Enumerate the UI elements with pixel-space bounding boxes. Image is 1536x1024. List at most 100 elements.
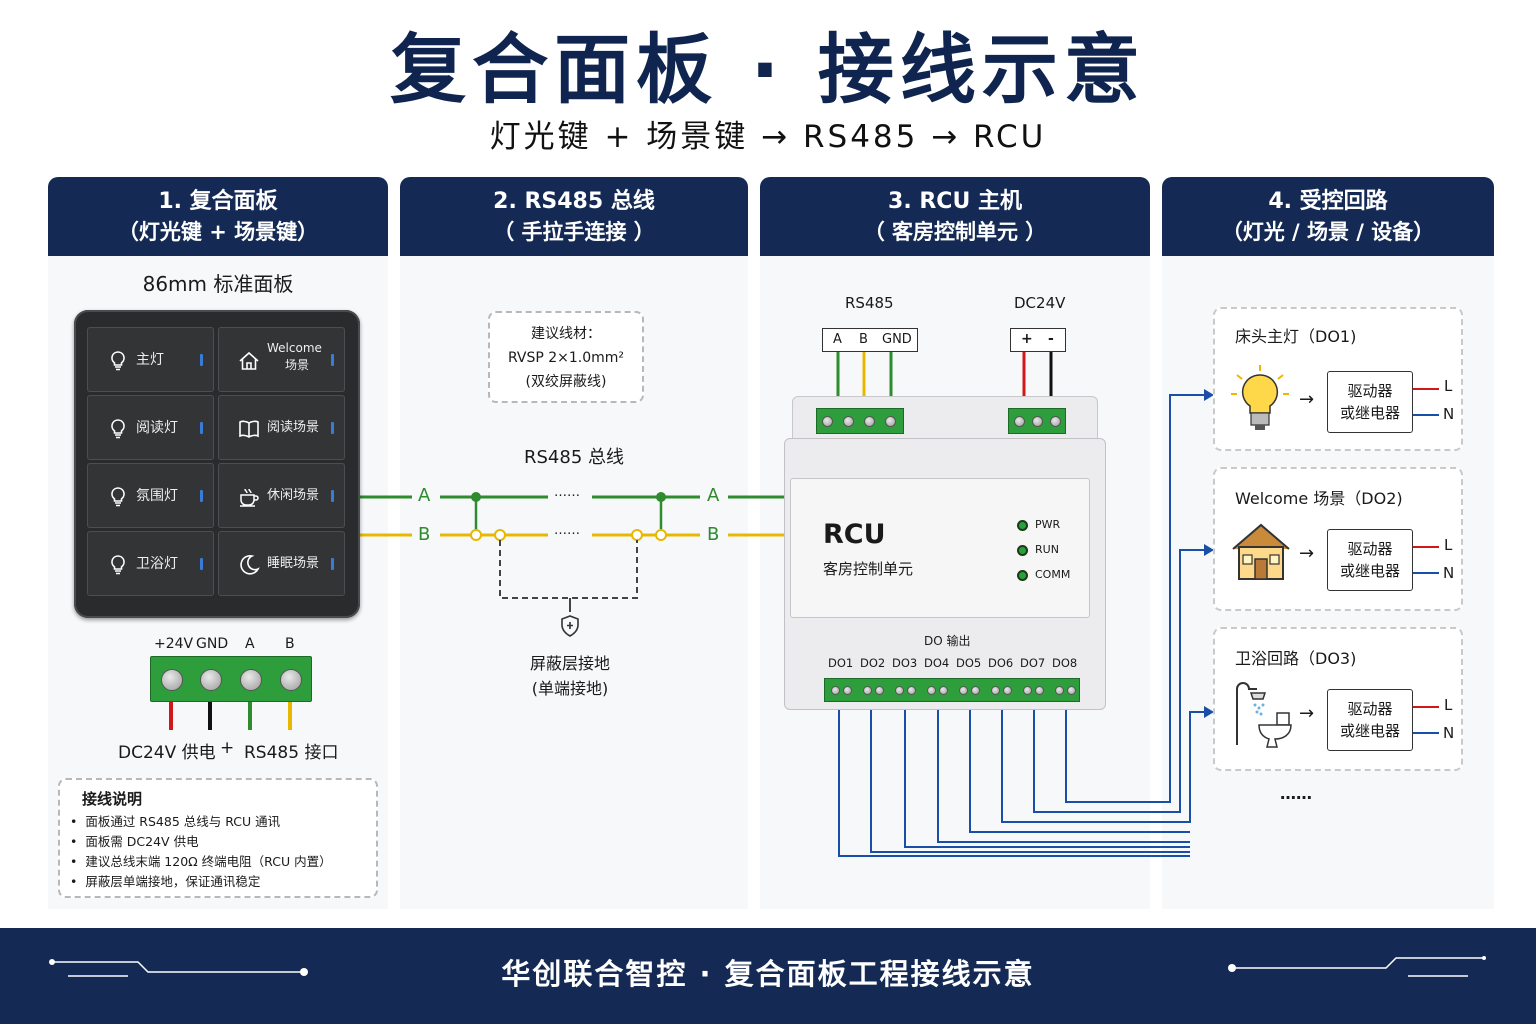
notes-text: 面板需 DC24V 供电 [85,834,199,849]
cable-line2: RVSP 2×1.0mm² [507,350,625,366]
page-subtitle: 灯光键 + 场景键 → RS485 → RCU [489,119,1047,155]
label-l: L [1444,377,1453,395]
screw [971,686,980,695]
arrow-icon [1204,389,1214,401]
screw [895,686,904,695]
do-label: DO4 [924,656,950,670]
key-reading-scene[interactable]: 阅读场景 [218,395,345,460]
pin-label: - [1048,331,1054,347]
bus-dots-a: …… [554,485,580,500]
screw [1032,416,1043,427]
bus-b-right: B [707,524,720,545]
key-sleep-scene[interactable]: 睡眠场景 [218,531,345,596]
led-comm [1017,570,1028,581]
arrow-right-icon: → [1299,543,1315,564]
relay-line2: 或继电器 [1339,722,1400,740]
bus-label: RS485 总线 [523,447,624,468]
key-label: 主灯 [136,352,164,368]
notes-item: • 屏蔽层单端接地，保证通讯稳定 [70,874,261,889]
screw [1014,416,1025,427]
led-pwr [1017,520,1028,531]
column-title: 1. 复合面板 [158,189,278,214]
column-subtitle: （ 手拉手连接 ） [493,220,655,244]
lightbulb-icon [1231,365,1289,430]
do-wire [838,700,1190,857]
key-indicator [200,354,203,366]
bus-dots-b: …… [554,523,580,538]
cable-line1: 建议线材： [531,326,601,342]
shield-wire [499,540,638,599]
circuit-title: Welcome 场景（DO2) [1235,489,1403,508]
screw [161,669,183,691]
column-subtitle: （ 客房控制单元 ） [863,220,1047,244]
notes-text: 屏蔽层单端接地，保证通讯稳定 [85,874,261,889]
key-indicator [331,354,334,366]
column-subtitle: （灯光 / 场景 / 设备） [1221,220,1435,244]
junction-dot [470,529,482,541]
relay-line2: 或继电器 [1339,562,1400,580]
relay-box: 驱动器 或继电器 [1327,529,1413,591]
rcu-rs485-label: RS485 [845,294,894,312]
circuits-more: …… [1280,784,1312,803]
panel-terminal-block [150,656,312,702]
cup-icon [240,488,259,507]
do-label: DO3 [892,656,918,670]
rs485-pin-legend: A B GND [822,328,918,352]
junction-dot [655,529,667,541]
bulb-icon [111,487,125,507]
terminal-label-24v: +24V [154,636,194,652]
key-label: 氛围灯 [136,488,178,504]
arrow-icon [1204,544,1214,556]
label-n: N [1443,724,1455,742]
ground-line1: 屏蔽层接地 [529,654,610,673]
moon-icon [240,555,260,575]
column-title: 4. 受控回路 [1268,189,1388,214]
key-bath-light[interactable]: 卫浴灯 [87,531,214,596]
relay-line2: 或继电器 [1339,404,1400,422]
column-header-4: 4. 受控回路 （灯光 / 场景 / 设备） [1162,177,1494,256]
screw [1035,686,1044,695]
terminal-caption-rs485: RS485 接口 [244,743,339,763]
key-label: 卫浴灯 [136,556,178,572]
rcu-do-terminal [824,678,1080,702]
key-label: 休闲场景 [267,488,320,503]
led-label: RUN [1035,543,1059,556]
pin-label: + [1021,331,1033,347]
notes-item: • 面板通过 RS485 总线与 RCU 通讯 [70,814,281,829]
screw [240,669,262,691]
pin-label: A [833,332,842,347]
key-leisure-scene[interactable]: 休闲场景 [218,463,345,528]
bulb-icon [111,419,125,439]
do-label: DO6 [988,656,1014,670]
rcu-desc: 客房控制单元 [823,560,914,578]
do-label: DO8 [1052,656,1078,670]
column-subtitle: （灯光键 + 场景键） [117,220,319,244]
cable-recommendation: 建议线材： RVSP 2×1.0mm² (双绞屏蔽线) [488,311,644,403]
key-indicator [331,558,334,570]
label-l: L [1444,696,1453,714]
key-main-light[interactable]: 主灯 [87,327,214,392]
terminal-label-b: B [285,636,295,652]
rcu-dc-terminal [1008,408,1066,434]
key-label-secondary: 场景 [285,358,310,372]
key-ambient-light[interactable]: 氛围灯 [87,463,214,528]
junction-dot [631,529,643,541]
rcu-name: RCU [823,519,886,550]
panel-caption: 86mm 标准面板 [142,272,294,296]
line-neutral-wires [1413,388,1439,416]
line-neutral-wires [1413,546,1439,574]
circuit-decoration-right [1228,956,1486,977]
key-welcome-scene[interactable]: Welcome 场景 [218,327,345,392]
relay-box: 驱动器 或继电器 [1327,689,1413,751]
circuit-title: 床头主灯（DO1) [1235,327,1357,346]
terminal-label-gnd: GND [196,636,229,652]
column-title: 3. RCU 主机 [888,189,1022,214]
screw [1023,686,1032,695]
key-reading-light[interactable]: 阅读灯 [87,395,214,460]
footer-bar [0,928,1536,1024]
rcu-dc-label: DC24V [1014,294,1066,312]
do-wire [969,700,1190,833]
circuit-do1: 床头主灯（DO1) → 驱动器 或继电器 L N [1213,307,1463,451]
do-wire [870,700,1190,853]
column-header-1: 1. 复合面板 （灯光键 + 场景键） [48,177,388,256]
